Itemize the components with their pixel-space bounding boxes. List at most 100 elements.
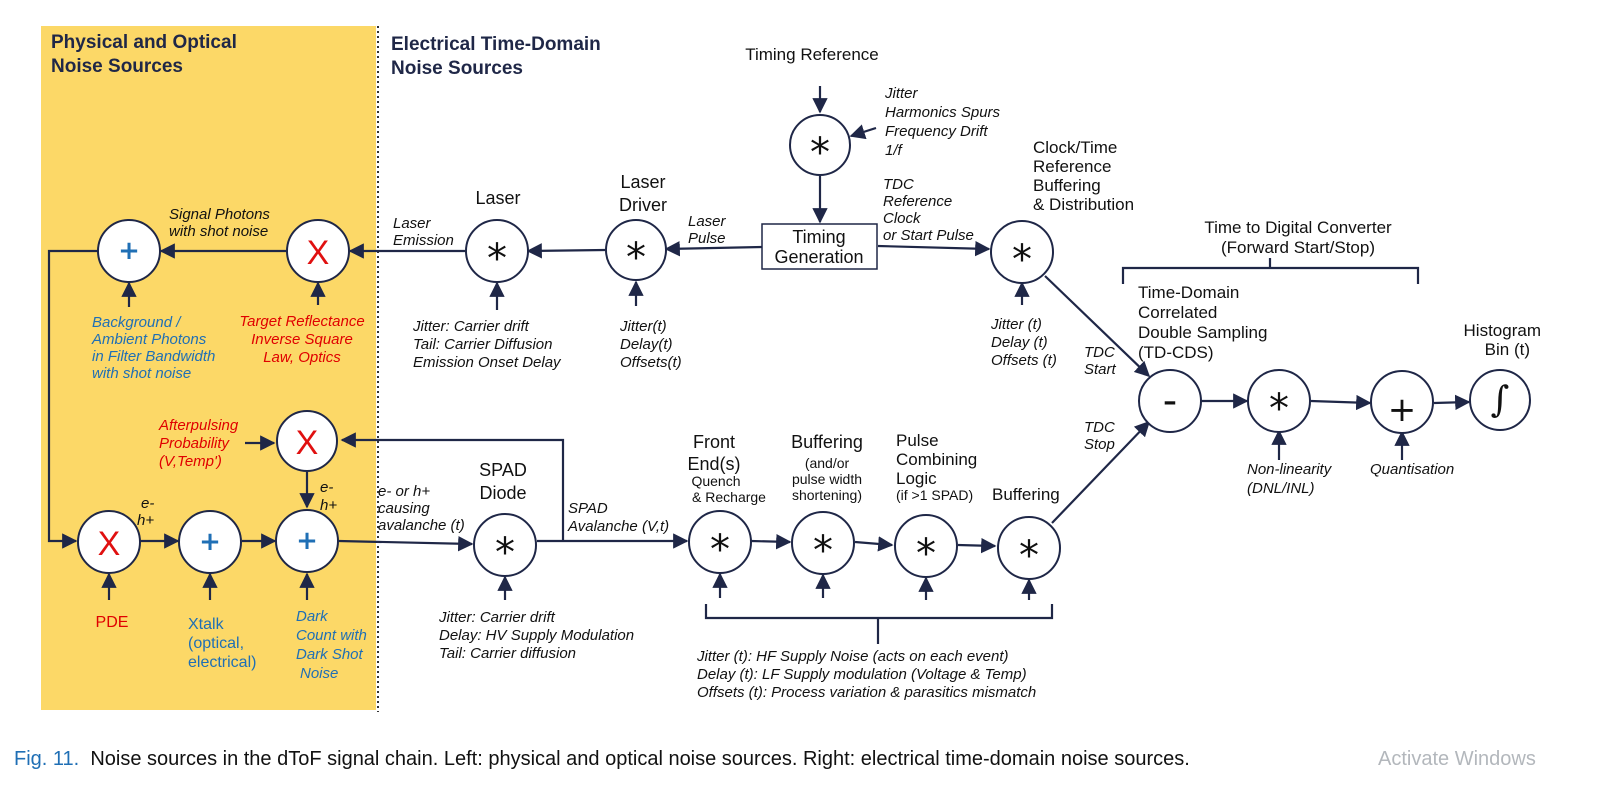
- svg-text:or Start Pulse: or Start Pulse: [883, 227, 974, 244]
- buffering2-node: *: [997, 516, 1061, 580]
- background-plus-node: +: [97, 219, 161, 283]
- xtalk-annotation: Xtalk (optical, electrical): [188, 616, 256, 671]
- buffering1-label: Buffering: [791, 432, 863, 452]
- heading-electrical-2: Noise Sources: [391, 58, 523, 79]
- svg-text:Emission Onset Delay: Emission Onset Delay: [413, 354, 562, 371]
- nonlinearity-node: *: [1247, 369, 1311, 433]
- caption-text: Noise sources in the dToF signal chain. …: [90, 748, 1190, 770]
- svg-text:e- or h+: e- or h+: [378, 483, 430, 500]
- svg-text:*: *: [916, 531, 936, 577]
- svg-text:X: X: [296, 424, 319, 462]
- svg-text:Delay (t): LF Supply modulatio: Delay (t): LF Supply modulation (Voltage…: [697, 666, 1027, 683]
- target-cross-node: X: [286, 219, 350, 283]
- heading-physical-1: Physical and Optical: [51, 32, 237, 53]
- heading-physical-2: Noise Sources: [51, 56, 183, 77]
- svg-text:(optical,: (optical,: [188, 635, 244, 652]
- svg-text:TDC: TDC: [1084, 419, 1115, 436]
- svg-text:(DNL/INL): (DNL/INL): [1247, 480, 1315, 497]
- frontend-label-1: Front: [693, 432, 735, 452]
- clock-label-4: & Distribution: [1033, 195, 1134, 214]
- svg-text:*: *: [495, 530, 515, 576]
- svg-text:Jitter (t): Jitter (t): [990, 316, 1042, 333]
- svg-text:with shot noise: with shot noise: [169, 223, 268, 240]
- svg-text:1/f: 1/f: [885, 142, 904, 159]
- svg-text:Harmonics Spurs: Harmonics Spurs: [885, 104, 1001, 121]
- svg-text:Xtalk: Xtalk: [188, 616, 225, 633]
- svg-text:Jitter: Carrier drift: Jitter: Carrier drift: [438, 609, 556, 626]
- svg-text:Jitter: Carrier drift: Jitter: Carrier drift: [412, 318, 530, 335]
- tdcds-label-4: (TD-CDS): [1138, 343, 1214, 362]
- histogram-label-2: Bin (t): [1485, 340, 1530, 359]
- frontend-sub-1: Quench: [691, 473, 740, 489]
- pde-label: PDE: [96, 614, 129, 631]
- svg-text:SPAD: SPAD: [568, 500, 608, 517]
- connections: [47, 86, 1471, 644]
- svg-text:Delay(t): Delay(t): [620, 336, 673, 353]
- pulse-comb-label-1: Pulse: [896, 431, 939, 450]
- histogram-integral-node: ∫: [1469, 369, 1531, 431]
- timing-ref-node: *: [789, 114, 851, 176]
- svg-text:Frequency Drift: Frequency Drift: [885, 123, 988, 140]
- laser-driver-label-1: Laser: [620, 172, 665, 192]
- spad-noise-annotation: Jitter: Carrier drift Delay: HV Supply M…: [438, 609, 634, 662]
- eh1-annotation: e- h+: [137, 495, 154, 529]
- operator-nodes: * * * * X + X X + + * * * * * - * + ∫: [77, 114, 1531, 580]
- afterpulsing-cross-node: X: [276, 410, 338, 472]
- svg-text:*: *: [626, 235, 646, 281]
- svg-text:Ambient Photons: Ambient Photons: [91, 331, 207, 348]
- svg-text:X: X: [307, 234, 330, 272]
- buffering1-node: *: [791, 511, 855, 575]
- svg-text:Delay (t): Delay (t): [991, 334, 1048, 351]
- laser-emission-annotation: Laser Emission: [393, 215, 454, 249]
- svg-text:avalanche (t): avalanche (t): [378, 517, 465, 534]
- clock-node: *: [990, 220, 1054, 284]
- buffering1-sub-1: (and/or: [805, 455, 850, 471]
- frontend-sub-2: & Recharge: [692, 489, 766, 505]
- svg-text:-: -: [1163, 378, 1177, 424]
- svg-text:Background /: Background /: [92, 314, 182, 331]
- nonlinearity-annotation: Non-linearity (DNL/INL): [1247, 461, 1333, 497]
- svg-text:Signal Photons: Signal Photons: [169, 206, 270, 223]
- svg-text:Offsets(t): Offsets(t): [620, 354, 682, 371]
- svg-text:e-: e-: [320, 479, 333, 496]
- svg-text:Dark Shot: Dark Shot: [296, 646, 364, 663]
- svg-text:Inverse Square: Inverse Square: [251, 331, 353, 348]
- svg-text:∫: ∫: [1491, 380, 1510, 421]
- svg-text:Noise: Noise: [300, 665, 338, 682]
- carriers-annotation: e- or h+ causing avalanche (t): [378, 483, 465, 534]
- timing-generation-label-2: Generation: [774, 247, 863, 267]
- quantisation-plus-node: +: [1370, 370, 1434, 434]
- laser-pulse-annotation: Laser Pulse: [688, 213, 727, 247]
- svg-text:Target Reflectance: Target Reflectance: [239, 313, 364, 330]
- svg-text:Non-linearity: Non-linearity: [1247, 461, 1333, 478]
- svg-text:Count with: Count with: [296, 627, 367, 644]
- svg-text:Probability: Probability: [159, 435, 231, 452]
- svg-text:+: +: [199, 527, 221, 557]
- svg-text:Pulse: Pulse: [688, 230, 726, 247]
- tdc-reference-annotation: TDC Reference Clock or Start Pulse: [883, 176, 974, 244]
- pulse-comb-label-3: Logic: [896, 469, 937, 488]
- svg-text:(V,Temp'): (V,Temp'): [159, 453, 222, 470]
- heading-electrical-1: Electrical Time-Domain: [391, 34, 601, 55]
- svg-text:h+: h+: [137, 512, 154, 529]
- target-annotation: Target Reflectance Inverse Square Law, O…: [239, 313, 364, 366]
- svg-text:in Filter Bandwidth: in Filter Bandwidth: [92, 348, 215, 365]
- pulse-comb-label-2: Combining: [896, 450, 977, 469]
- laser-noise-annotation: Jitter: Carrier drift Tail: Carrier Diff…: [412, 318, 562, 371]
- svg-text:Jitter (t): HF Supply Noise (a: Jitter (t): HF Supply Noise (acts on eac…: [696, 648, 1009, 665]
- tdcds-minus-node: -: [1138, 369, 1202, 433]
- tdc-stop-annotation: TDC Stop: [1084, 419, 1115, 453]
- svg-text:Tail: Carrier Diffusion: Tail: Carrier Diffusion: [413, 336, 553, 353]
- spad-avalanche-annotation: SPAD Avalanche (V,t): [567, 500, 669, 535]
- spad-label-2: Diode: [479, 483, 526, 503]
- svg-text:Afterpulsing: Afterpulsing: [158, 417, 239, 434]
- pde-cross-node: X: [77, 510, 141, 574]
- tdcds-label-2: Correlated: [1138, 303, 1217, 322]
- laser-driver-label-2: Driver: [619, 195, 667, 215]
- svg-text:*: *: [710, 527, 730, 573]
- svg-text:Laser: Laser: [688, 213, 727, 230]
- clock-label-1: Clock/Time: [1033, 138, 1117, 157]
- figure-number: Fig. 11.: [14, 748, 80, 770]
- svg-text:+: +: [296, 526, 318, 556]
